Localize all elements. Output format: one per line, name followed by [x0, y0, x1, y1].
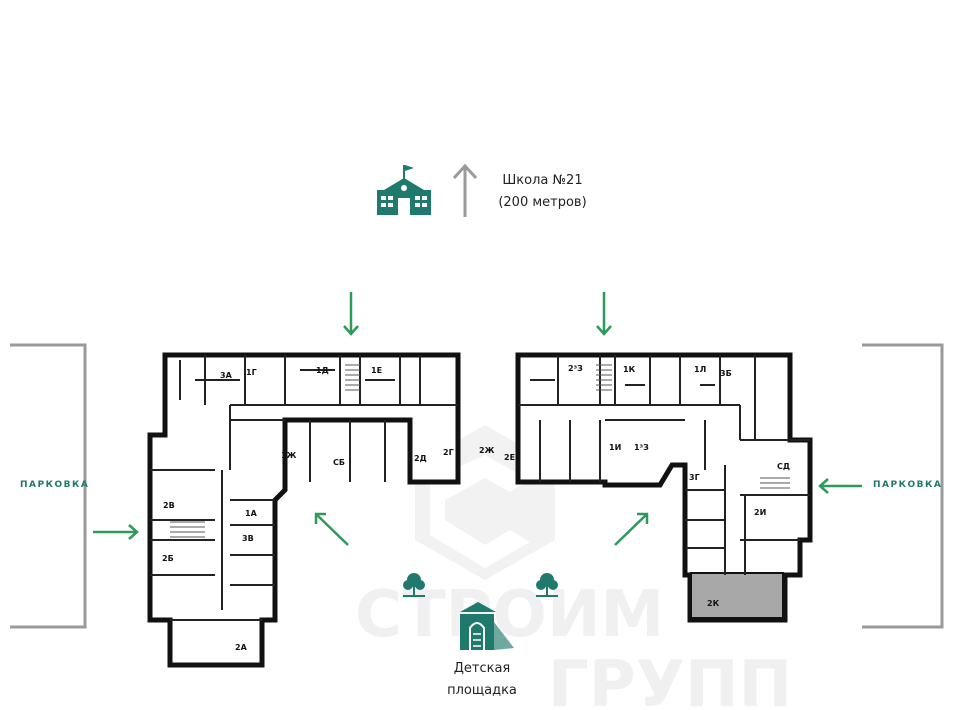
watermark-line1: СТРОИМ	[355, 578, 664, 652]
parking-left-bracket	[10, 343, 87, 629]
apartment-label: 2В	[163, 501, 175, 510]
apartment-label: 3Б	[720, 369, 732, 378]
tree-icon	[536, 573, 558, 597]
parking-right-label: ПАРКОВКА	[873, 480, 943, 490]
arrow-left-icon	[818, 478, 862, 494]
watermark-line2: ГРУПП	[548, 648, 792, 710]
apartment-label: 1Л	[694, 365, 706, 374]
apartment-label: 2И	[754, 508, 766, 517]
apartment-label: 2К	[707, 599, 720, 608]
arrow-down-icon	[596, 292, 612, 336]
apartment-label: 2Е	[504, 453, 515, 462]
school-icon	[377, 165, 431, 215]
apartment-label: 2Ж	[479, 446, 495, 455]
tree-icon	[403, 573, 425, 597]
apartment-label: СД	[777, 462, 790, 471]
apartment-label: 3Г	[689, 473, 700, 482]
arrow-up-icon	[452, 163, 478, 217]
apartment-label: 2Б	[162, 554, 174, 563]
apartment-label: 3А	[220, 371, 233, 380]
apartment-label: 2³З	[568, 364, 583, 373]
arrow-right-icon	[93, 524, 139, 540]
apartment-label: 2А	[235, 643, 248, 652]
interior-walls	[150, 355, 810, 621]
apartment-label: 1Г	[246, 368, 257, 377]
apartment-label: 1Е	[371, 366, 382, 375]
entrance-arrows	[93, 292, 862, 546]
playground-line1: Детская	[453, 661, 511, 676]
arrow-up-right-icon	[614, 512, 649, 546]
parking-left-label: ПАРКОВКА	[20, 480, 90, 490]
playground-label: Детская площадка	[437, 658, 527, 702]
apartment-label: 3В	[242, 534, 254, 543]
school-distance: (200 метров)	[498, 195, 587, 210]
apartment-label: 1Д	[316, 366, 329, 375]
apartment-label: 2Д	[414, 454, 427, 463]
apartment-label: 1К	[623, 365, 636, 374]
apartment-label: 1Ж	[281, 451, 297, 460]
apartment-label: 1А	[245, 509, 258, 518]
left-block	[147, 352, 461, 668]
apartment-label: 2Г	[443, 448, 454, 457]
playground-line2: площадка	[447, 683, 517, 698]
apartment-labels: 3А 1Г 1Д 1Е 1Ж СБ 2Д 2Г 2Ж 2Е 1И 1³З 2³З…	[162, 364, 790, 652]
stairs	[170, 364, 790, 538]
apartment-label: 1³З	[634, 443, 649, 452]
apartment-label: СБ	[333, 458, 345, 467]
school-name: Школа №21	[502, 173, 583, 188]
school-label: Школа №21 (200 метров)	[490, 170, 595, 214]
playground-icon	[460, 602, 514, 650]
arrow-down-icon	[343, 292, 359, 336]
arrow-up-left-icon	[314, 512, 349, 546]
apartment-label: 1И	[609, 443, 621, 452]
parking-right-bracket	[862, 343, 944, 629]
highlight-apartment-2k	[690, 572, 784, 619]
